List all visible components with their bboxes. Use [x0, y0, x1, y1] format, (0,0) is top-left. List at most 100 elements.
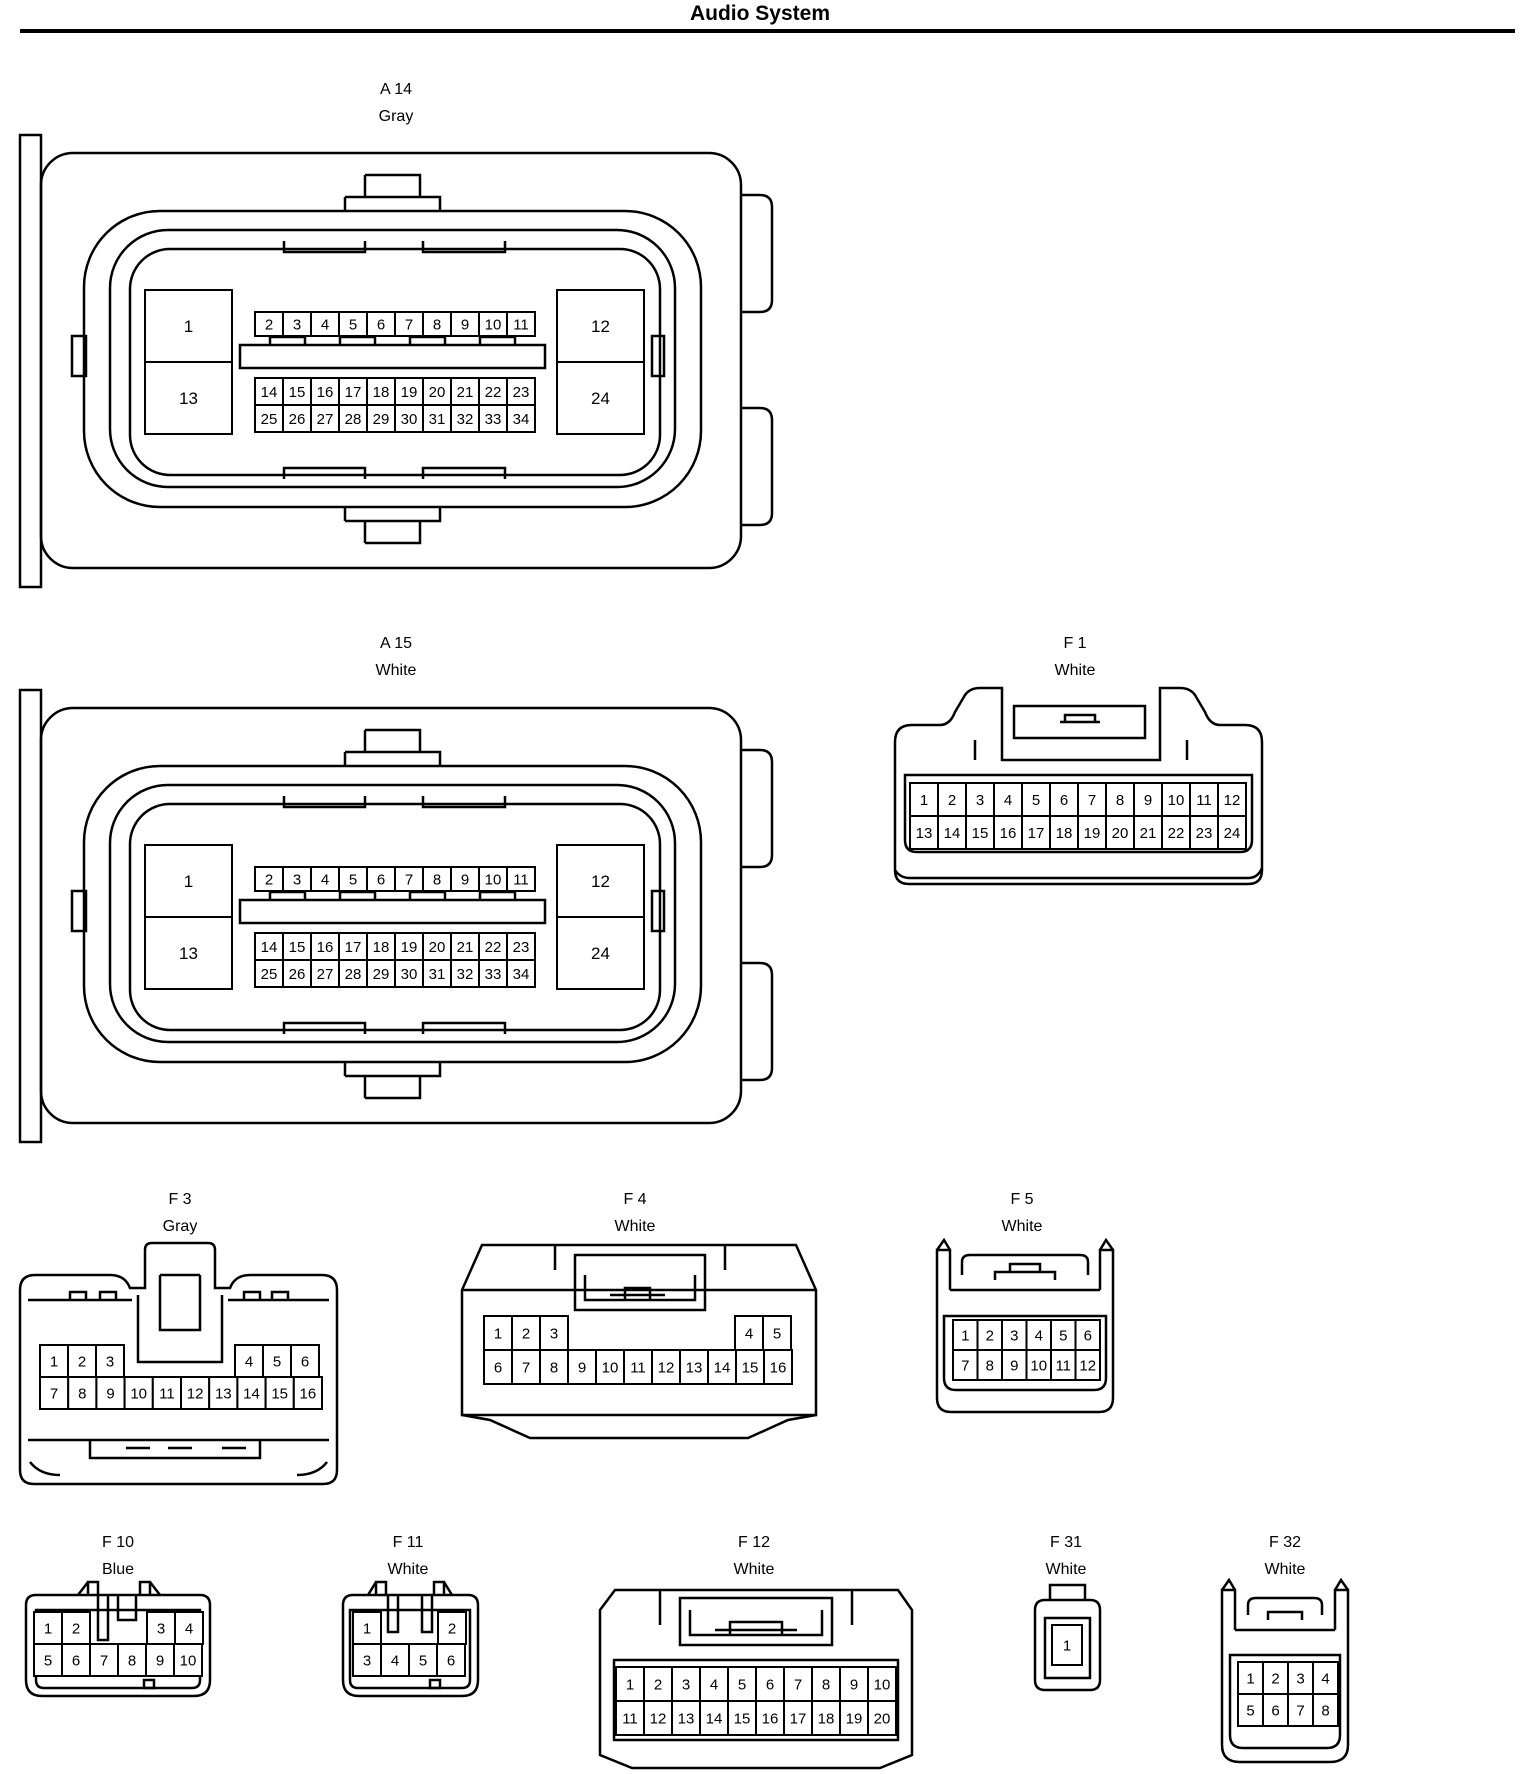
pin-cavity	[146, 1611, 176, 1645]
pin-cavity	[556, 361, 645, 435]
pin-number: 5	[419, 1652, 427, 1669]
pin-16: 16	[763, 1349, 793, 1385]
pin-12: 12	[556, 844, 645, 918]
pin-number: 3	[1296, 1670, 1304, 1687]
pin-8: 8	[811, 1666, 841, 1702]
pin-7: 7	[783, 1666, 813, 1702]
pin-number: 2	[986, 1327, 994, 1344]
pin-4: 4	[310, 311, 340, 337]
pin-number: 7	[522, 1359, 530, 1376]
pin-number: 24	[591, 944, 610, 963]
pin-cavity	[366, 959, 396, 988]
pin-number: 10	[602, 1359, 619, 1376]
pin-number: 9	[578, 1359, 586, 1376]
pin-cavity	[483, 1349, 513, 1385]
pin-number: 20	[429, 384, 446, 401]
pin-number: 29	[373, 411, 390, 428]
pin-number: 11	[630, 1359, 646, 1376]
pin-4: 4	[234, 1344, 264, 1378]
pin-6: 6	[61, 1643, 91, 1677]
pin-4: 4	[1312, 1661, 1339, 1695]
pin-number: 12	[1079, 1357, 1096, 1374]
pin-number: 26	[289, 966, 306, 983]
pin-2: 2	[643, 1666, 673, 1702]
pin-number: 24	[591, 389, 610, 408]
pin-7: 7	[511, 1349, 541, 1385]
pin-1: 1	[909, 782, 939, 817]
pin-33: 33	[478, 404, 508, 433]
pin-1: 1	[39, 1344, 69, 1378]
pin-cavity	[366, 404, 396, 433]
pin-cavity	[180, 1376, 211, 1410]
pin-16: 16	[993, 815, 1023, 850]
pin-5: 5	[408, 1643, 438, 1677]
pin-7: 7	[394, 866, 424, 892]
pin-6: 6	[1049, 782, 1079, 817]
pin-number: 18	[373, 384, 390, 401]
pin-number: 18	[373, 939, 390, 956]
pin-number: 8	[78, 1385, 86, 1402]
pin-5: 5	[338, 311, 368, 337]
pin-8: 8	[422, 866, 452, 892]
pin-number: 7	[100, 1652, 108, 1669]
pin-11: 11	[615, 1700, 645, 1736]
pin-cavity	[254, 959, 284, 988]
pin-number: 7	[794, 1676, 802, 1693]
pin-14: 14	[699, 1700, 729, 1736]
pin-1: 1	[615, 1666, 645, 1702]
pin-number: 9	[461, 871, 469, 888]
pin-number: 8	[822, 1676, 830, 1693]
pin-number: 10	[1030, 1357, 1047, 1374]
pin-19: 19	[1077, 815, 1107, 850]
pin-number: 14	[714, 1359, 731, 1376]
pin-number: 3	[550, 1325, 558, 1342]
pin-19: 19	[394, 377, 424, 406]
pin-cavity	[1287, 1693, 1314, 1727]
pin-number: 1	[1246, 1670, 1254, 1687]
pin-number: 3	[157, 1620, 165, 1637]
pin-5: 5	[727, 1666, 757, 1702]
pin-number: 6	[72, 1652, 80, 1669]
pin-cavity	[1051, 1624, 1083, 1666]
pin-cavity	[144, 289, 233, 363]
pin-cavity	[173, 1643, 203, 1677]
pin-2: 2	[67, 1344, 97, 1378]
pin-10: 10	[595, 1349, 625, 1385]
pin-number: 7	[1088, 792, 1096, 809]
pin-number: 32	[457, 411, 474, 428]
pin-number: 15	[734, 1710, 751, 1727]
pin-17: 17	[338, 377, 368, 406]
pin-3: 3	[282, 866, 312, 892]
pin-13: 13	[671, 1700, 701, 1736]
pin-number: 15	[271, 1385, 288, 1402]
pin-11: 11	[623, 1349, 653, 1385]
pin-number: 4	[1321, 1670, 1329, 1687]
pin-20: 20	[422, 932, 452, 961]
pin-18: 18	[1049, 815, 1079, 850]
pin-cavity	[556, 289, 645, 363]
pin-16: 16	[292, 1376, 323, 1410]
pin-cavity	[67, 1376, 98, 1410]
pin-15: 15	[735, 1349, 765, 1385]
pin-cavity	[95, 1344, 125, 1378]
connector-color: White	[375, 662, 417, 679]
pin-number: 5	[1032, 792, 1040, 809]
pin-32: 32	[450, 404, 480, 433]
pin-4: 4	[174, 1611, 204, 1645]
pin-27: 27	[310, 959, 340, 988]
pin-13: 13	[909, 815, 939, 850]
pin-number: 30	[401, 966, 418, 983]
pin-cavity	[783, 1700, 813, 1736]
connector-color: White	[387, 1561, 429, 1578]
pin-number: 2	[265, 871, 273, 888]
pin-2: 2	[511, 1315, 541, 1351]
pin-number: 3	[976, 792, 984, 809]
pin-number: 21	[1140, 825, 1157, 842]
pin-number: 1	[50, 1353, 58, 1370]
pin-number: 2	[522, 1325, 530, 1342]
pin-3: 3	[95, 1344, 125, 1378]
pin-number: 11	[1196, 792, 1212, 809]
pin-30: 30	[394, 959, 424, 988]
